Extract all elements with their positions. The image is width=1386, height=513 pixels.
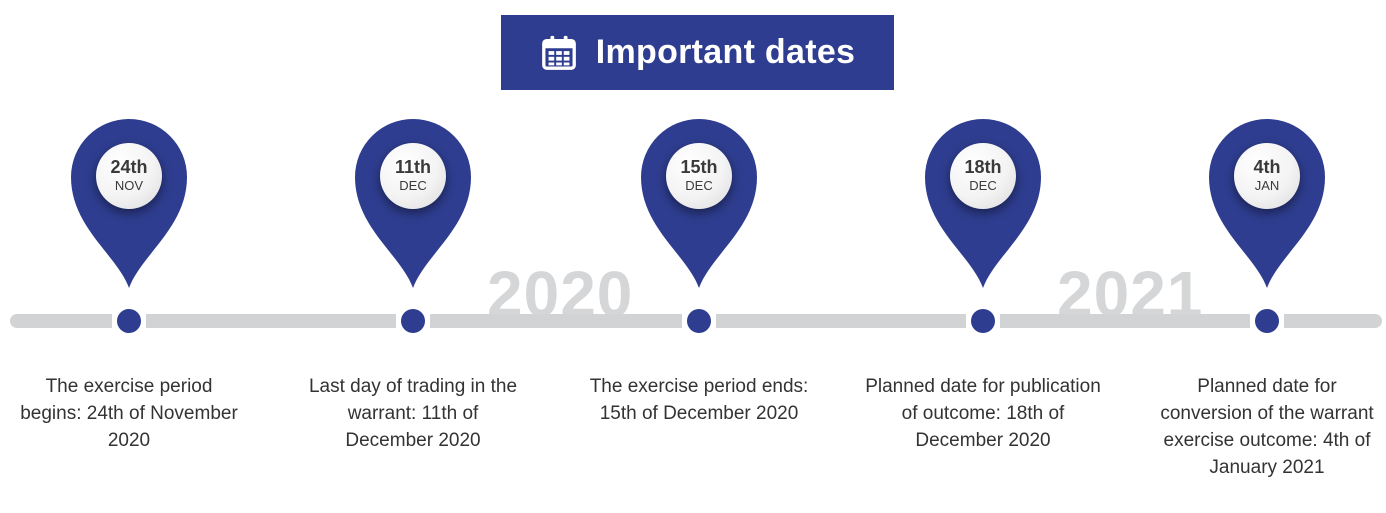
date-month: DEC — [399, 178, 427, 194]
milestone-caption: Planned date for conversion of the warra… — [1160, 376, 1374, 478]
timeline-dot-fill — [1255, 309, 1279, 333]
timeline-dot — [112, 306, 146, 336]
milestone-caption: The exercise period begins: 24th of Nove… — [20, 376, 238, 451]
milestone-caption: The exercise period ends: 15th of Decemb… — [589, 376, 809, 424]
date-day: 11th — [394, 157, 432, 178]
date-month: NOV — [114, 178, 144, 194]
title-banner: Important dates — [501, 15, 894, 90]
date-day: 24th — [110, 157, 148, 178]
timeline-dot-fill — [971, 309, 995, 333]
date-month: DEC — [685, 178, 713, 194]
milestone-caption: Planned date for publication of outcome:… — [865, 376, 1101, 451]
date-day: 4th — [1253, 157, 1281, 178]
timeline-dot-fill — [687, 309, 711, 333]
date-day: 18th — [964, 157, 1002, 178]
timeline-dot — [966, 306, 1000, 336]
timeline-dot — [1250, 306, 1284, 336]
page-title: Important dates — [595, 33, 856, 71]
calendar-icon — [541, 35, 576, 70]
date-day: 15th — [680, 157, 718, 178]
timeline-dot — [682, 306, 716, 336]
timeline-dot — [396, 306, 430, 336]
timeline-dot-fill — [117, 309, 141, 333]
timeline-dot-fill — [401, 309, 425, 333]
date-month: DEC — [969, 178, 997, 194]
milestone-caption: Last day of trading in the warrant: 11th… — [308, 376, 518, 451]
date-month: JAN — [1254, 178, 1280, 194]
